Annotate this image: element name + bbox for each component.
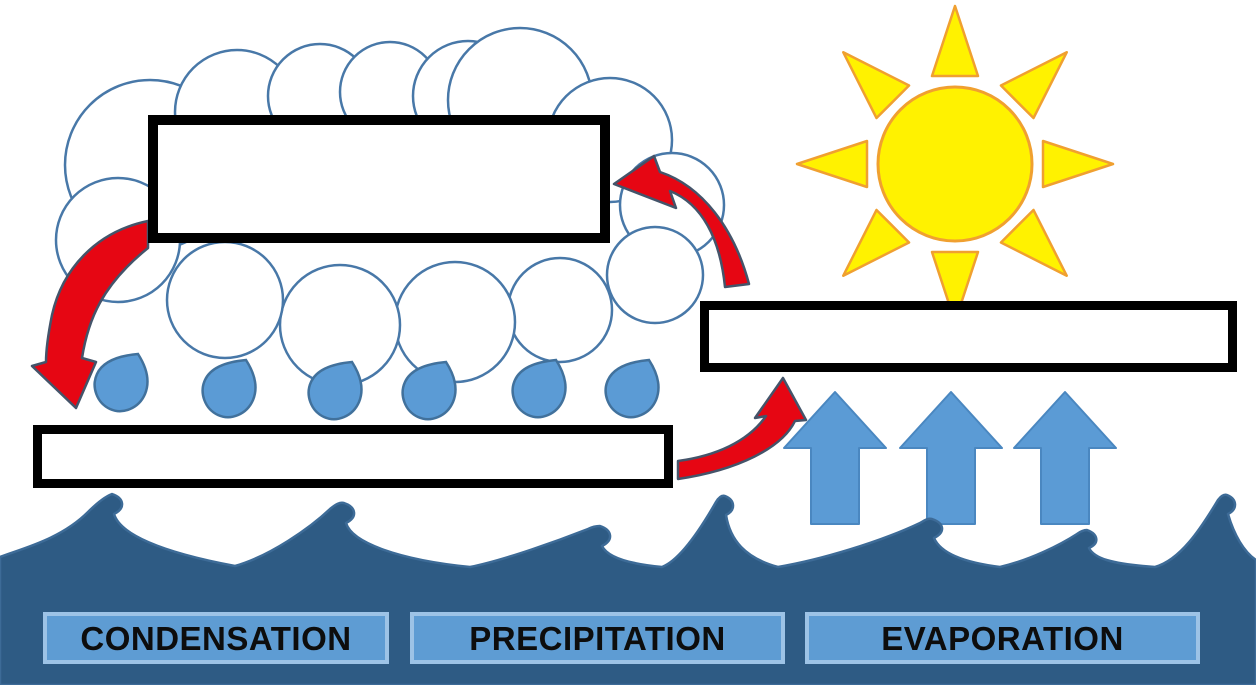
- word-tile-condensation[interactable]: CONDENSATION: [43, 612, 389, 664]
- up-arrow-icon: [899, 391, 1003, 525]
- word-tile-precipitation[interactable]: PRECIPITATION: [410, 612, 785, 664]
- cycle-arrows: [30, 154, 808, 481]
- raindrop-icon: [604, 358, 660, 419]
- evaporation-arrows: [783, 391, 1117, 525]
- curved-red-arrow-icon: [676, 376, 808, 481]
- curved-red-arrow-icon: [612, 154, 751, 289]
- answer-box-evaporation[interactable]: [700, 301, 1237, 372]
- up-arrow-icon: [1013, 391, 1117, 525]
- raindrop-icon: [93, 352, 149, 413]
- word-tile-evaporation[interactable]: EVAPORATION: [805, 612, 1200, 664]
- sun-icon: [795, 4, 1115, 324]
- raindrop-icon: [511, 358, 567, 419]
- curved-red-arrow-icon: [30, 219, 150, 410]
- raindrop-icon: [401, 360, 457, 421]
- answer-box-condensation[interactable]: [148, 115, 610, 243]
- answer-box-precipitation[interactable]: [33, 425, 673, 488]
- raindrop-icon: [201, 358, 257, 419]
- sun-rays: [795, 4, 1115, 324]
